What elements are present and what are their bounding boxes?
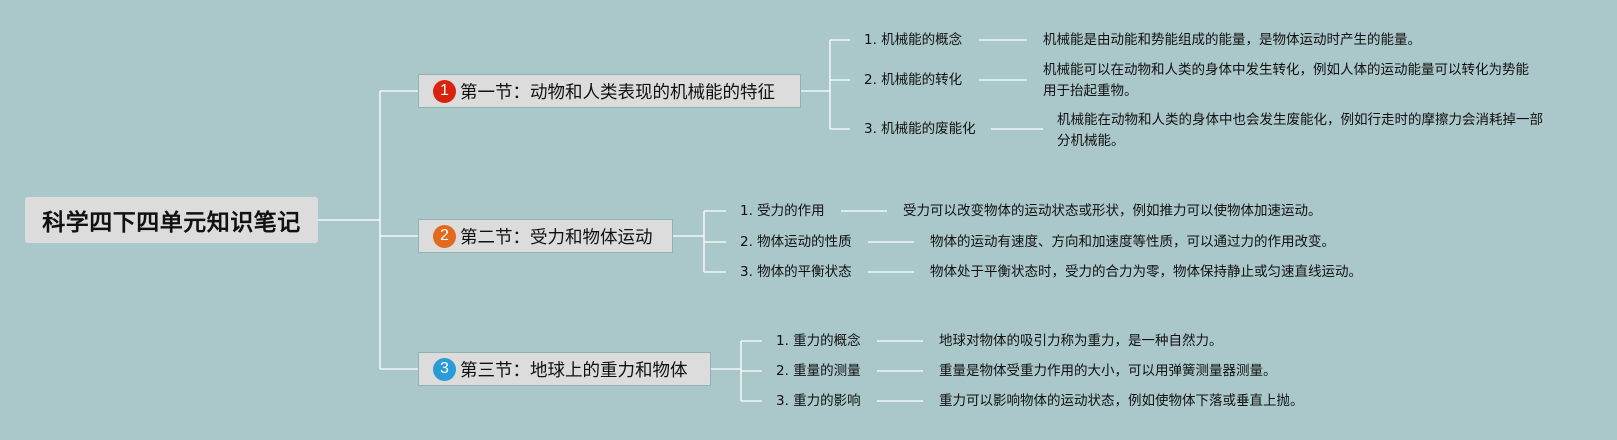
topic-3-2[interactable]: 2. 重量的测量 <box>776 363 861 379</box>
topic-2-2-desc: 物体的运动有速度、方向和加速度等性质，可以通过力的作用改变。 <box>930 234 1335 250</box>
topic-1-2[interactable]: 2. 机械能的转化 <box>864 72 963 88</box>
section-3-node[interactable]: 3 第三节：地球上的重力和物体 <box>418 352 711 386</box>
topic-2-2[interactable]: 2. 物体运动的性质 <box>740 234 852 250</box>
topic-3-1-desc: 地球对物体的吸引力称为重力，是一种自然力。 <box>939 333 1223 349</box>
topic-1-3[interactable]: 3. 机械能的废能化 <box>864 121 976 137</box>
topic-1-1-desc: 机械能是由动能和势能组成的能量，是物体运动时产生的能量。 <box>1043 32 1421 48</box>
number-badge-1: 1 <box>433 79 456 103</box>
section-3-connector <box>711 340 762 402</box>
section-2-topic-lines <box>841 210 914 273</box>
root-connector <box>318 90 418 370</box>
topic-3-3[interactable]: 3. 重力的影响 <box>776 393 861 409</box>
section-2-connector <box>673 210 726 273</box>
topic-3-2-desc: 重量是物体受重力作用的大小，可以用弹簧测量器测量。 <box>939 363 1277 379</box>
section-1-connector <box>801 39 850 130</box>
topic-3-1[interactable]: 1. 重力的概念 <box>776 333 861 349</box>
section-3-topic-lines <box>877 340 923 402</box>
section-1-topic-lines <box>979 39 1043 130</box>
topic-2-1-desc: 受力可以改变物体的运动状态或形状，例如推力可以使物体加速运动。 <box>903 203 1322 219</box>
topic-3-3-desc: 重力可以影响物体的运动状态，例如使物体下落或垂直上抛。 <box>939 393 1304 409</box>
topic-1-3-desc: 机械能在动物和人类的身体中也会发生废能化，例如行走时的摩擦力会消耗掉一部分机械能… <box>1057 112 1543 149</box>
number-badge-2: 2 <box>433 224 456 248</box>
section-2-node[interactable]: 2 第二节：受力和物体运动 <box>418 219 673 253</box>
topic-2-1[interactable]: 1. 受力的作用 <box>740 203 825 219</box>
topic-1-2-desc: 机械能可以在动物和人类的身体中发生转化，例如人体的运动能量可以转化为势能用于抬起… <box>1043 62 1529 99</box>
topic-2-3-desc: 物体处于平衡状态时，受力的合力为零，物体保持静止或匀速直线运动。 <box>930 264 1362 280</box>
number-badge-3: 3 <box>433 357 456 381</box>
section-1-node[interactable]: 1 第一节：动物和人类表现的机械能的特征 <box>418 74 801 108</box>
section-1-title: 第一节：动物和人类表现的机械能的特征 <box>460 82 775 103</box>
section-3-title: 第三节：地球上的重力和物体 <box>460 360 688 381</box>
root-node-title[interactable]: 科学四下四单元知识笔记 <box>25 197 318 243</box>
topic-1-1[interactable]: 1. 机械能的概念 <box>864 32 963 48</box>
section-2-title: 第二节：受力和物体运动 <box>460 227 653 248</box>
topic-2-3[interactable]: 3. 物体的平衡状态 <box>740 264 852 280</box>
